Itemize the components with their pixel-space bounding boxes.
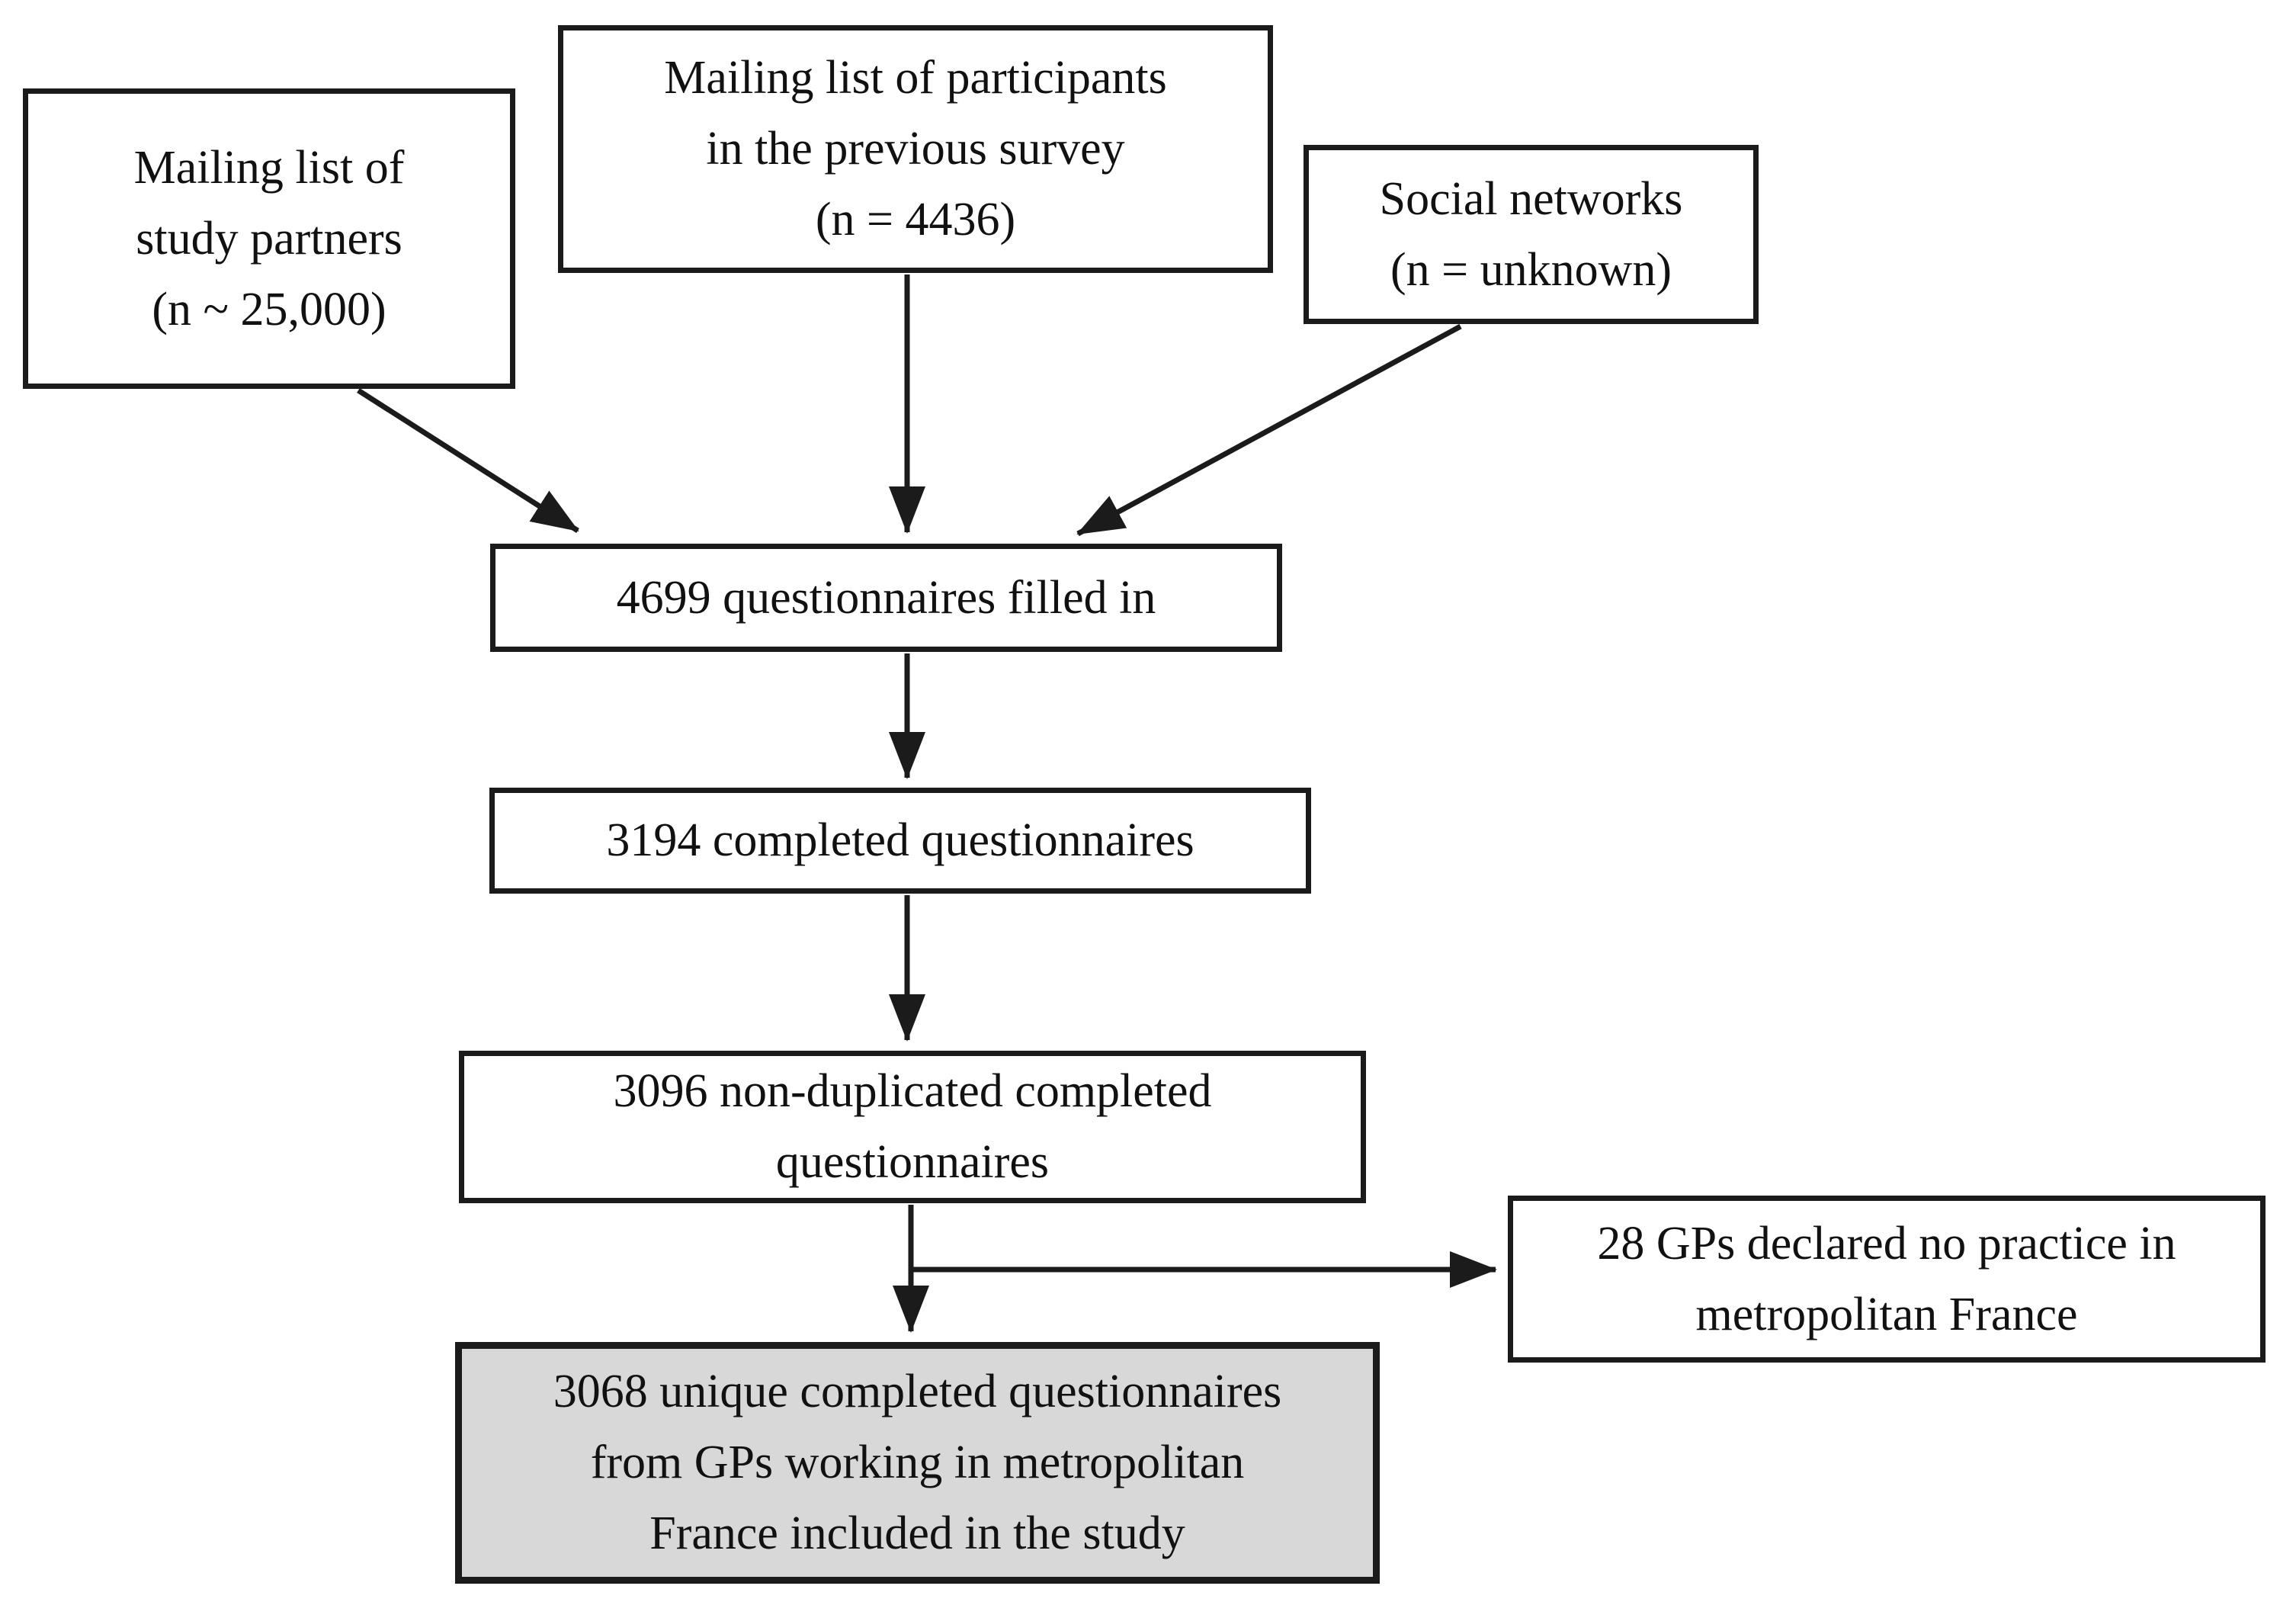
arrow-partners-to-filled <box>357 388 579 533</box>
node-label: Mailing list of study partners (n ~ 25,0… <box>133 141 405 335</box>
node-questionnaires-completed: 3194 completed questionnaires <box>489 788 1311 894</box>
node-label: 3068 unique completed questionnaires fro… <box>553 1366 1282 1559</box>
node-mailing-list-previous-survey: Mailing list of participants in the prev… <box>558 25 1273 273</box>
node-questionnaires-non-duplicated: 3096 non-duplicated completed questionna… <box>459 1051 1366 1203</box>
node-label: 28 GPs declared no practice in metropoli… <box>1597 1217 2176 1340</box>
node-label: Social networks (n = unknown) <box>1379 172 1683 296</box>
node-questionnaires-filled: 4699 questionnaires filled in <box>490 544 1282 652</box>
node-excluded-no-practice: 28 GPs declared no practice in metropoli… <box>1508 1196 2266 1363</box>
node-label: 3096 non-duplicated completed questionna… <box>613 1065 1212 1188</box>
node-social-networks: Social networks (n = unknown) <box>1304 145 1759 324</box>
node-label: Mailing list of participants in the prev… <box>664 52 1167 246</box>
node-included-final: 3068 unique completed questionnaires fro… <box>455 1342 1380 1584</box>
node-mailing-list-partners: Mailing list of study partners (n ~ 25,0… <box>23 88 515 389</box>
node-label: 4699 questionnaires filled in <box>616 571 1156 624</box>
arrow-social-to-filled <box>1076 323 1462 537</box>
node-label: 3194 completed questionnaires <box>606 814 1194 866</box>
